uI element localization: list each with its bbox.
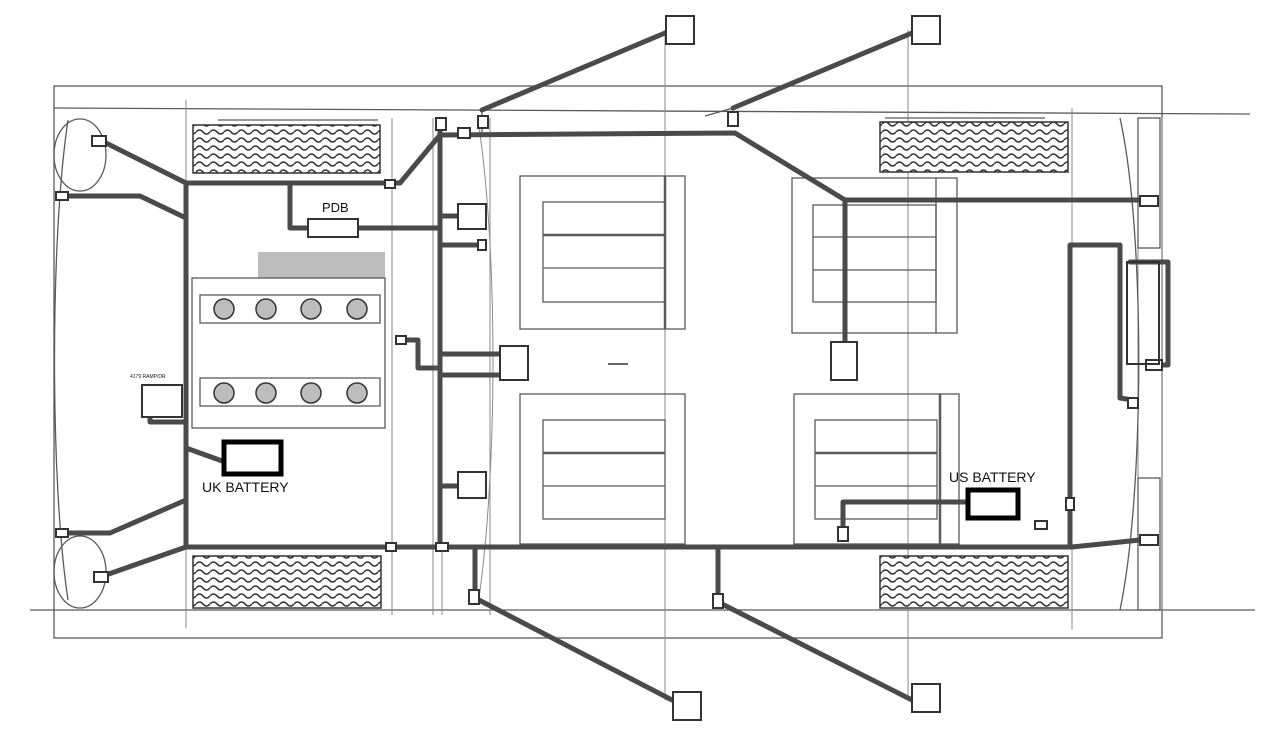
seat-front-left xyxy=(519,175,686,330)
small-module xyxy=(141,384,183,418)
us-battery-label: US BATTERY xyxy=(949,469,1036,485)
cylinder xyxy=(213,382,235,404)
small-component-label: 4179 RAMP/DR xyxy=(130,374,166,380)
cylinder xyxy=(255,382,277,404)
connectors xyxy=(55,111,1163,609)
pdb-label: PDB xyxy=(322,200,349,215)
cylinder xyxy=(346,298,368,320)
box-bottom-right xyxy=(911,683,941,713)
box-bottom-left xyxy=(672,691,702,721)
us-battery: US BATTERY xyxy=(949,469,1036,521)
pdb: PDB xyxy=(307,200,359,238)
cylinder xyxy=(255,298,277,320)
uk-battery-label: UK BATTERY xyxy=(202,479,289,495)
seat-rear-left xyxy=(791,177,958,334)
engine-cover xyxy=(258,252,385,278)
hatched-panel-front-top xyxy=(192,124,381,174)
cylinder xyxy=(300,298,322,320)
hatched-panel-rear-bottom xyxy=(879,555,1069,609)
wiring-harness xyxy=(59,30,1171,703)
relay-box-middle xyxy=(499,345,529,381)
rear-side-module xyxy=(1126,261,1160,365)
box-top-right xyxy=(911,15,941,45)
box-top-left xyxy=(665,15,695,45)
headlight-front-left xyxy=(53,118,107,192)
uk-battery: UK BATTERY xyxy=(202,439,289,495)
cylinder xyxy=(213,298,235,320)
cylinder xyxy=(346,382,368,404)
hatched-panel-front-bottom xyxy=(192,555,382,609)
hatched-panel-rear-top xyxy=(879,121,1069,173)
engine-block xyxy=(191,252,386,429)
seat-rear-right xyxy=(793,393,960,545)
seat-front-right xyxy=(519,393,686,545)
relay-box-upper xyxy=(457,203,487,230)
rear-module xyxy=(830,341,858,381)
relay-box-lower xyxy=(457,471,487,499)
cylinder xyxy=(300,382,322,404)
